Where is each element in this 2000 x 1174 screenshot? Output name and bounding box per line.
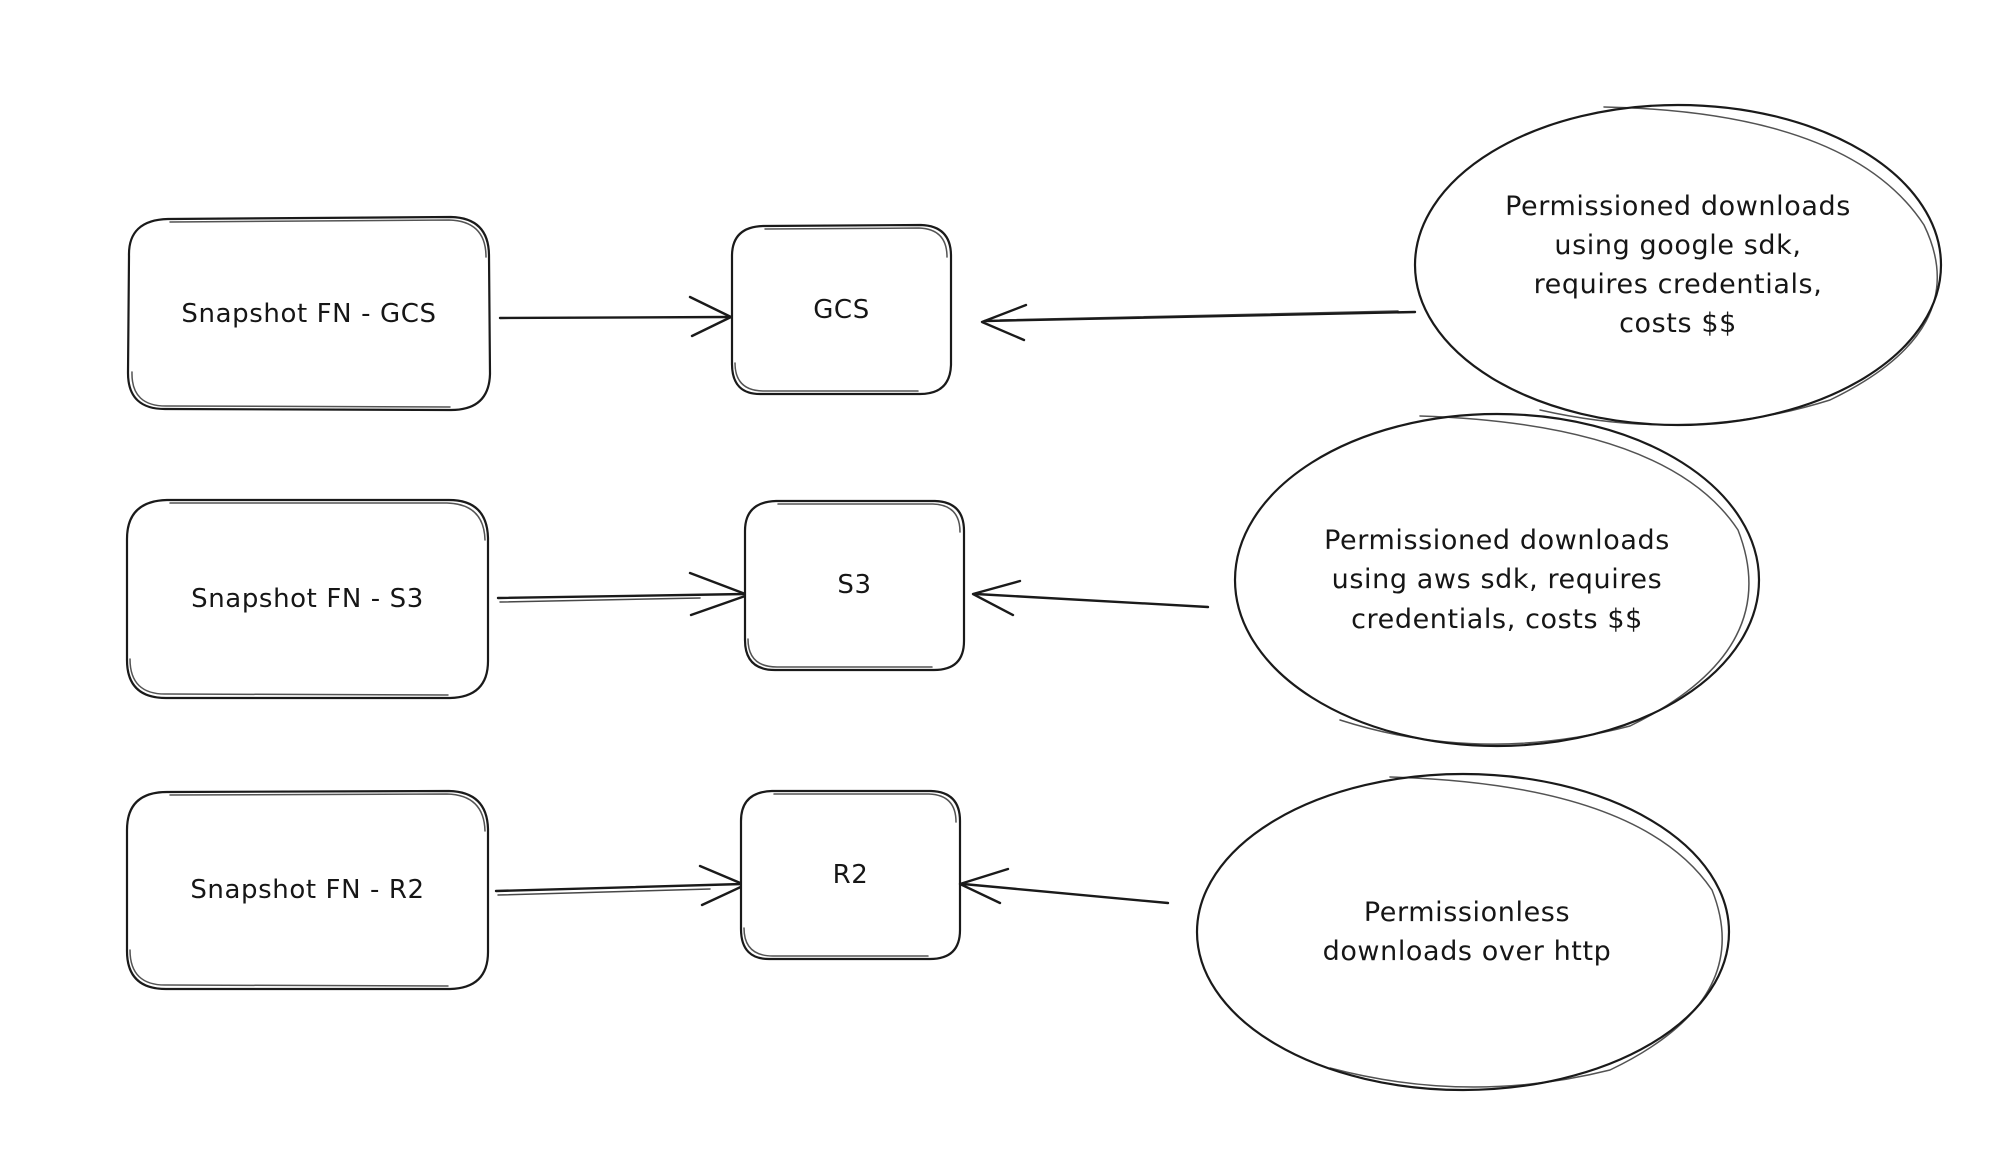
node-s3[interactable] xyxy=(743,499,966,672)
note-ellipse-s3[interactable] xyxy=(1233,412,1761,748)
edge-snapshotgcs-to-gcs xyxy=(498,295,733,338)
note-ellipse-r2[interactable] xyxy=(1195,772,1731,1092)
note-ellipse-gcs[interactable] xyxy=(1413,103,1943,427)
edge-note-s3-to-s3 xyxy=(971,579,1210,617)
edge-note-gcs-to-gcs xyxy=(980,303,1417,342)
node-gcs[interactable] xyxy=(730,223,953,396)
edge-note-r2-to-r2 xyxy=(958,867,1170,905)
edge-snapshots3-to-s3 xyxy=(496,571,750,617)
edge-snapshotr2-to-r2 xyxy=(494,864,747,907)
node-snapshot-fn-gcs[interactable] xyxy=(126,215,492,412)
node-snapshot-fn-r2[interactable] xyxy=(125,789,490,991)
node-snapshot-fn-s3[interactable] xyxy=(125,498,490,700)
node-r2[interactable] xyxy=(739,789,962,961)
